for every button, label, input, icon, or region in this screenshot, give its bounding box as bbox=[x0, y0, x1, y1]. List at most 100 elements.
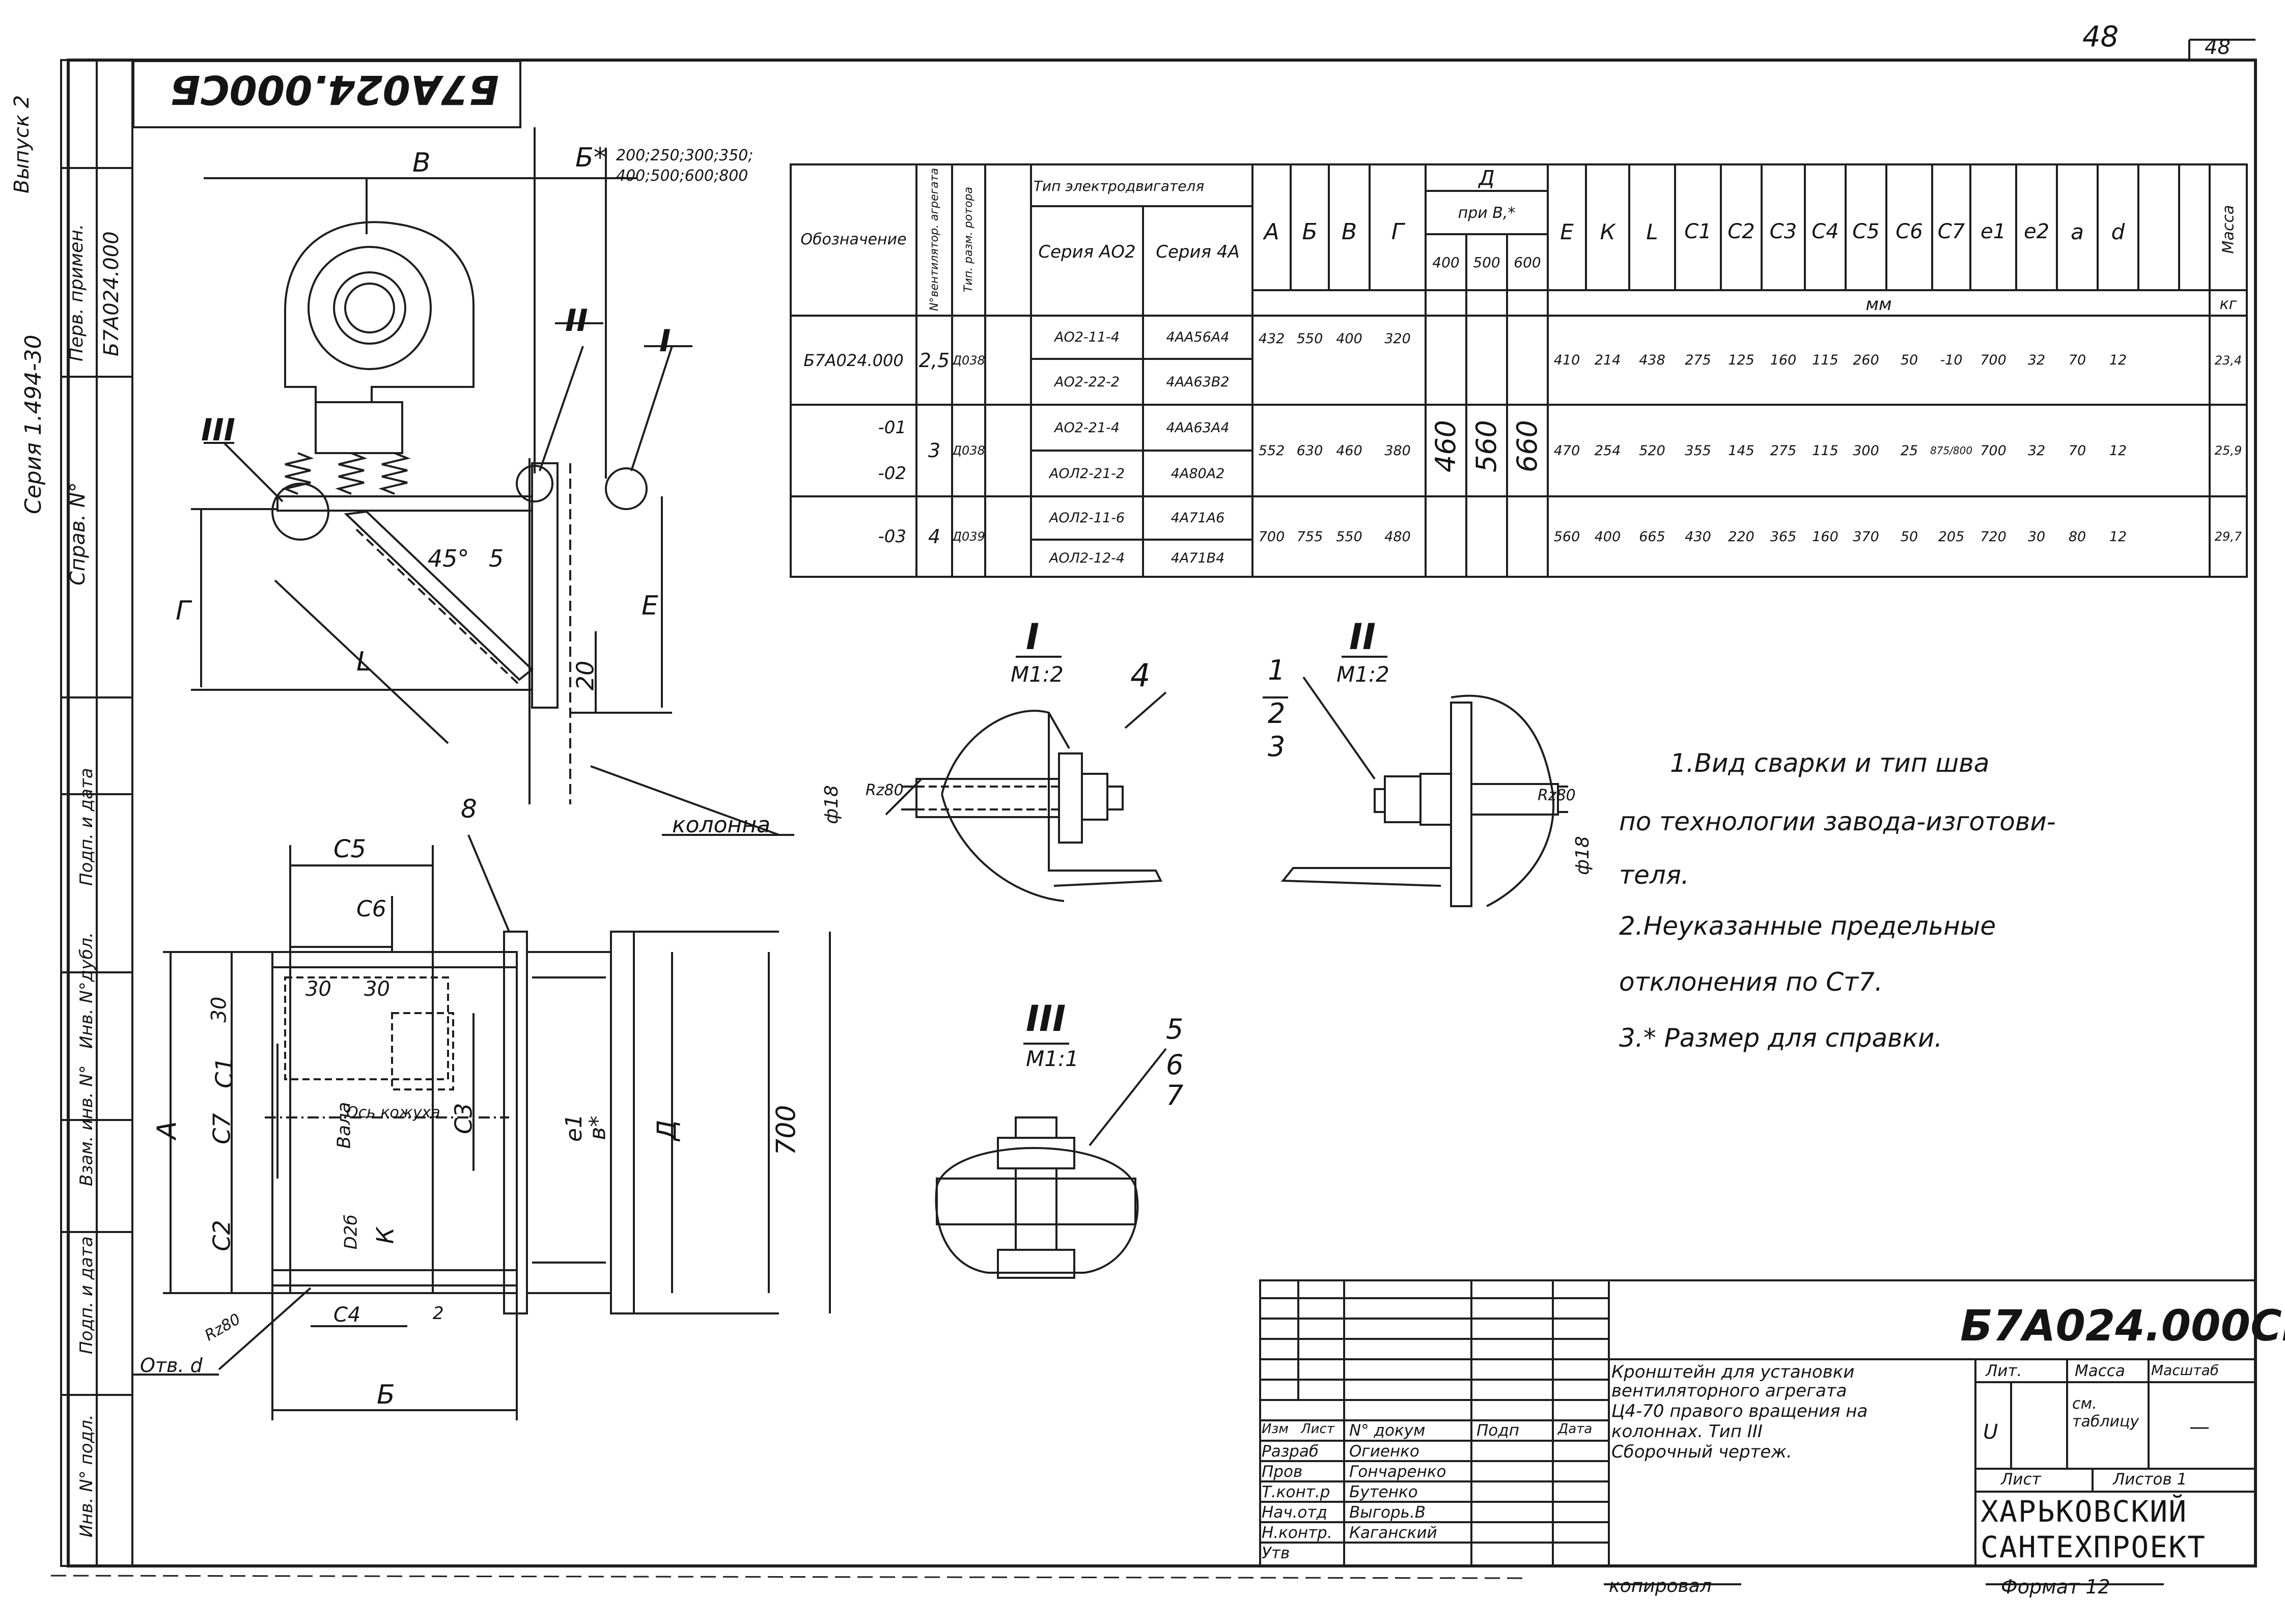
note-line-5: 3.* Размер для справки. bbox=[1619, 1023, 1943, 1053]
row2-G: 480 bbox=[1384, 528, 1411, 545]
tb-org-line2: САНТЕХПРОЕКТ bbox=[1981, 1530, 2207, 1564]
row1-designation2: -02 bbox=[878, 463, 906, 484]
row1-B: 630 bbox=[1296, 442, 1323, 459]
callout-I: I bbox=[659, 323, 671, 359]
th-designation: Обозначение bbox=[800, 230, 907, 248]
row0-E: 410 bbox=[1553, 352, 1580, 368]
row0-L: 438 bbox=[1639, 352, 1665, 368]
row2-L: 665 bbox=[1639, 528, 1665, 545]
plan-30b: 30 bbox=[305, 977, 331, 1001]
detail-I-dia: ф18 bbox=[821, 785, 842, 824]
th-series-4a: Серия 4А bbox=[1156, 242, 1240, 262]
row0-C4: 115 bbox=[1812, 352, 1838, 368]
row0-motor-4a-1: 4АА63В2 bbox=[1166, 374, 1230, 390]
th-e1: е1 bbox=[1980, 220, 2007, 243]
stamp-code-inverted: Б7А024.000СБ bbox=[170, 66, 499, 112]
plan-700: 700 bbox=[771, 1105, 802, 1156]
tb-role-3: Нач.отд bbox=[1262, 1503, 1327, 1522]
dim-E: Е bbox=[642, 591, 658, 621]
th-d: Д bbox=[1479, 166, 1495, 190]
tb-title-1: вентиляторного агрегата bbox=[1611, 1381, 1847, 1401]
th-col-A: А bbox=[1264, 218, 1279, 245]
row1-V: 460 bbox=[1336, 442, 1362, 459]
row2-d: 12 bbox=[2109, 528, 2127, 545]
tb-title-0: Кронштейн для установки bbox=[1611, 1362, 1855, 1382]
row0-d: 12 bbox=[2109, 352, 2127, 368]
row0-C5: 260 bbox=[1853, 352, 1879, 368]
row0-C3: 160 bbox=[1770, 352, 1797, 368]
plan-hole: Отв. d bbox=[140, 1354, 203, 1377]
detail-II-scale: М1:2 bbox=[1336, 662, 1389, 687]
detail-II-title: II bbox=[1349, 616, 1376, 658]
detail-I-scale: М1:2 bbox=[1011, 662, 1064, 687]
tb-mass-label: Масса bbox=[2075, 1362, 2125, 1380]
strip-field-4: Инв. N° подл. bbox=[76, 1414, 97, 1537]
row1-a: 70 bbox=[2068, 442, 2086, 459]
th-C3: С3 bbox=[1769, 220, 1797, 243]
plan-d: Д bbox=[652, 1119, 683, 1141]
tb-title-2: Ц4-70 правого вращения на bbox=[1611, 1401, 1868, 1421]
th-E: Е bbox=[1560, 219, 1574, 244]
tb-scale-value: — bbox=[2189, 1415, 2210, 1439]
th-col-G: Г bbox=[1391, 218, 1404, 245]
th-motor-type: Тип электродвигателя bbox=[1033, 178, 1205, 194]
row2-motor-ad-0: АОЛ2-11-6 bbox=[1049, 510, 1125, 526]
row0-e2: 32 bbox=[2027, 352, 2046, 368]
title-block-code: Б7А024.000СБ bbox=[1960, 1301, 2285, 1351]
detail-I-pos: 4 bbox=[1130, 657, 1151, 694]
plan-b-star: в* bbox=[584, 1115, 611, 1140]
page-number-handwritten: 48 bbox=[2082, 20, 2119, 53]
tb-head-doc: N° докум bbox=[1349, 1421, 1426, 1440]
detail-III-scale: М1:1 bbox=[1026, 1046, 1079, 1071]
detail-III-title: III bbox=[1026, 998, 1066, 1040]
th-size: Тип. разм. ротора bbox=[962, 186, 976, 292]
plan-c3: С3 bbox=[450, 1103, 478, 1134]
row0-C2: 125 bbox=[1728, 352, 1754, 368]
row2-C1: 430 bbox=[1685, 528, 1711, 545]
row1-C5: 300 bbox=[1853, 442, 1879, 459]
th-unit-mm: мм bbox=[1865, 294, 1892, 315]
row0-motor-ad-1: АО2-22-2 bbox=[1054, 374, 1120, 390]
first-use-label: Перв. примен. bbox=[66, 223, 87, 361]
row1-C3: 275 bbox=[1770, 442, 1797, 459]
th-C2: С2 bbox=[1727, 220, 1755, 243]
dim-G: Г bbox=[176, 596, 190, 626]
page-number: 48 bbox=[2205, 36, 2231, 59]
tb-head-izm: Изм bbox=[1262, 1421, 1289, 1437]
column-label: колонна bbox=[672, 812, 771, 838]
row0-C7: -10 bbox=[1940, 352, 1963, 368]
plan-c5: С5 bbox=[333, 835, 367, 863]
th-d-small: d bbox=[2111, 219, 2125, 244]
row1-motor-4a-0: 4АА63А4 bbox=[1166, 419, 1230, 436]
th-col-V: В bbox=[1341, 218, 1357, 245]
note-line-2: теля. bbox=[1619, 860, 1689, 890]
row1-G: 380 bbox=[1384, 442, 1411, 459]
dim-b-star: Б* bbox=[575, 143, 607, 173]
copied-by: копировал bbox=[1609, 1576, 1712, 1597]
plan-dim-2: 2 bbox=[433, 1303, 444, 1324]
detail-III-pos6: 6 bbox=[1166, 1049, 1184, 1081]
plan-axis-label: Ось кожуха bbox=[346, 1104, 440, 1122]
plan-a: А bbox=[151, 1121, 182, 1139]
row1-C4: 115 bbox=[1812, 442, 1838, 459]
row2-C3: 365 bbox=[1770, 528, 1797, 545]
row2-E: 560 bbox=[1553, 528, 1580, 545]
tb-name-1: Гончаренко bbox=[1349, 1463, 1446, 1481]
tb-lit-label: Лит. bbox=[1986, 1362, 2022, 1380]
callout-II: II bbox=[565, 303, 588, 339]
row2-motor-4a-1: 4А71В4 bbox=[1171, 550, 1225, 566]
series-label: Серия 1.494-30 bbox=[20, 334, 46, 514]
row1-d: 12 bbox=[2109, 442, 2127, 459]
row0-V: 400 bbox=[1336, 330, 1362, 347]
tb-title-4: Сборочный чертеж. bbox=[1611, 1442, 1792, 1462]
plan-k: К bbox=[371, 1227, 399, 1244]
tb-head-date: Дата bbox=[1558, 1421, 1593, 1437]
row1-size: Д038 bbox=[952, 443, 985, 458]
d-merged-500: 560 bbox=[1470, 419, 1503, 473]
row0-motor-4a-0: 4АА56А4 bbox=[1166, 329, 1230, 345]
th-col-B: Б bbox=[1302, 218, 1318, 245]
d-merged-600: 660 bbox=[1511, 419, 1544, 473]
tb-head-sign: Подп bbox=[1476, 1421, 1519, 1440]
plan-e1: е1 bbox=[561, 1113, 588, 1142]
detail-I-rz: Rz80 bbox=[866, 781, 904, 799]
